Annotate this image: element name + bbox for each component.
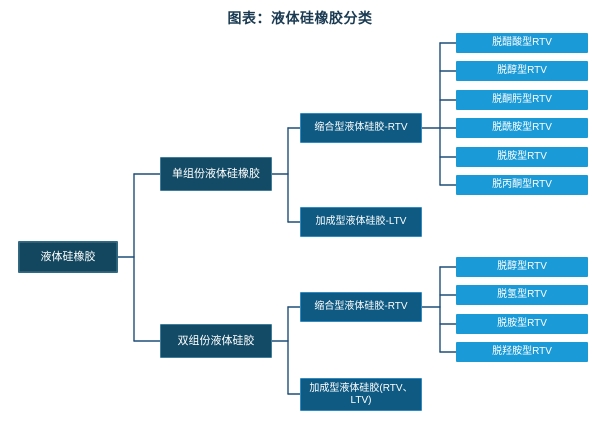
leaf-deamine-rtv-double[interactable]: 脱胺型RTV <box>456 314 588 334</box>
page-title: 图表：液体硅橡胶分类 <box>227 10 373 26</box>
leaf-dehydrogen-rtv-label: 脱氢型RTV <box>497 289 547 301</box>
node-condensation-rtv-single[interactable]: 缩合型液体硅胶-RTV <box>300 113 422 143</box>
leaf-deketoxime-rtv-label: 脱酮肟型RTV <box>492 94 552 106</box>
leaf-deamine-rtv-single-label: 脱胺型RTV <box>497 151 547 163</box>
leaf-deacetone-rtv-label: 脱丙酮型RTV <box>492 179 552 191</box>
node-condensation-rtv-double[interactable]: 缩合型液体硅胶-RTV <box>300 292 422 322</box>
leaf-dehydroxylamine-rtv[interactable]: 脱羟胺型RTV <box>456 342 588 362</box>
node-addition-rtv-ltv-double[interactable]: 加成型液体硅胶(RTV、LTV) <box>300 378 422 411</box>
node-addition-rtv-ltv-double-label: 加成型液体硅胶(RTV、LTV) <box>309 383 413 406</box>
node-condensation-rtv-double-label: 缩合型液体硅胶-RTV <box>314 301 408 313</box>
node-two-component[interactable]: 双组份液体硅胶 <box>160 324 272 358</box>
leaf-deacetone-rtv[interactable]: 脱丙酮型RTV <box>456 175 588 195</box>
leaf-deacetic-rtv-label: 脱醋酸型RTV <box>492 37 552 49</box>
node-two-component-label: 双组份液体硅胶 <box>177 334 255 347</box>
node-condensation-rtv-single-label: 缩合型液体硅胶-RTV <box>314 122 408 134</box>
leaf-deamide-rtv-label: 脱酰胺型RTV <box>492 122 552 134</box>
leaf-deamine-rtv-single[interactable]: 脱胺型RTV <box>456 147 588 167</box>
leaf-dealcohol-rtv-single[interactable]: 脱醇型RTV <box>456 61 588 81</box>
leaf-deketoxime-rtv[interactable]: 脱酮肟型RTV <box>456 90 588 110</box>
leaf-deacetic-rtv[interactable]: 脱醋酸型RTV <box>456 33 588 53</box>
node-root[interactable]: 液体硅橡胶 <box>18 241 118 273</box>
leaf-dealcohol-rtv-single-label: 脱醇型RTV <box>497 65 547 77</box>
leaf-deamine-rtv-double-label: 脱胺型RTV <box>497 318 547 330</box>
node-single-component[interactable]: 单组份液体硅橡胶 <box>160 157 272 191</box>
leaf-dealcohol-rtv-double-label: 脱醇型RTV <box>497 261 547 273</box>
leaf-dealcohol-rtv-double[interactable]: 脱醇型RTV <box>456 257 588 277</box>
leaf-dehydrogen-rtv[interactable]: 脱氢型RTV <box>456 285 588 305</box>
node-addition-ltv-single-label: 加成型液体硅胶-LTV <box>315 216 407 228</box>
leaf-dehydroxylamine-rtv-label: 脱羟胺型RTV <box>492 346 552 358</box>
node-root-label: 液体硅橡胶 <box>40 250 96 263</box>
node-addition-ltv-single[interactable]: 加成型液体硅胶-LTV <box>300 207 422 237</box>
node-single-component-label: 单组份液体硅橡胶 <box>172 167 260 180</box>
leaf-deamide-rtv[interactable]: 脱酰胺型RTV <box>456 118 588 138</box>
